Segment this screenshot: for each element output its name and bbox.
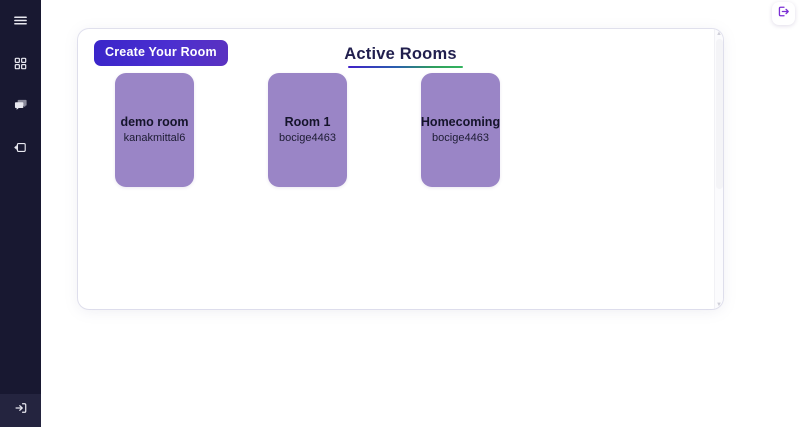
room-owner: bocige4463: [279, 132, 336, 145]
grid-icon: [14, 57, 27, 70]
room-owner: bocige4463: [432, 132, 489, 145]
page-title-inner: Active Rooms: [344, 45, 463, 69]
scrollbar-down-arrow-icon[interactable]: ▼: [716, 301, 722, 308]
room-card[interactable]: Room 1 bocige4463: [268, 73, 347, 187]
hamburger-menu-icon: [13, 13, 28, 28]
room-name: Homecoming: [420, 114, 501, 129]
topbar-logout-button[interactable]: [772, 2, 795, 25]
page-title: Active Rooms: [344, 45, 457, 63]
rooms-panel-content: Create Your Room Active Rooms demo room …: [78, 29, 723, 309]
room-name: Room 1: [284, 114, 331, 129]
sidebar-top-group: [0, 0, 41, 162]
logout-icon: [777, 5, 790, 23]
sidebar-item-logout[interactable]: [0, 394, 41, 427]
sidebar: [0, 0, 41, 427]
sidebar-item-inbox[interactable]: [0, 132, 41, 162]
sidebar-item-menu-toggle[interactable]: [0, 5, 41, 35]
logout-icon: [14, 401, 28, 420]
title-underline: [348, 65, 463, 69]
scrollbar-up-arrow-icon[interactable]: ▲: [716, 30, 722, 37]
room-owner: kanakmittal6: [123, 132, 186, 145]
chat-bubbles-icon: [14, 98, 28, 112]
rooms-panel: Create Your Room Active Rooms demo room …: [78, 29, 723, 309]
scrollbar-thumb[interactable]: [716, 39, 723, 189]
room-card[interactable]: Homecoming bocige4463: [421, 73, 500, 187]
create-room-button[interactable]: Create Your Room: [94, 40, 228, 66]
inbox-arrow-icon: [14, 141, 27, 154]
room-card[interactable]: demo room kanakmittal6: [115, 73, 194, 187]
panel-scrollbar[interactable]: ▲ ▼: [714, 29, 723, 309]
rooms-grid: demo room kanakmittal6 Room 1 bocige4463…: [115, 73, 703, 187]
room-name: demo room: [120, 114, 189, 129]
sidebar-item-dashboard[interactable]: [0, 48, 41, 78]
sidebar-item-chats[interactable]: [0, 90, 41, 120]
